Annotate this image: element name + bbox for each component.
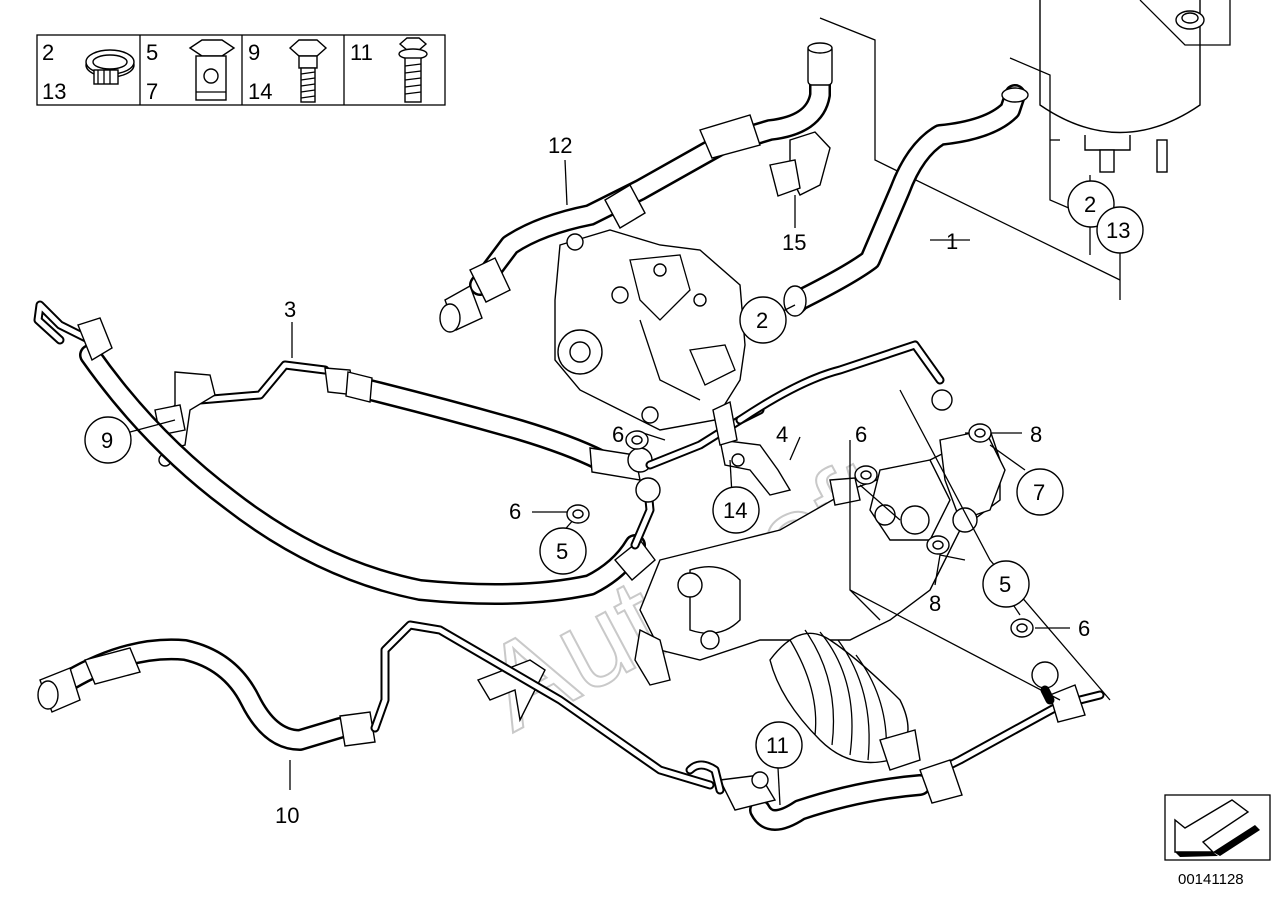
bracket-lower (476, 659, 546, 723)
legend-label: 13 (42, 79, 66, 104)
callout-14: 14 (723, 498, 747, 523)
legend-label: 2 (42, 40, 54, 65)
hex-bolt-icon (288, 39, 328, 103)
callout-1: 1 (946, 229, 958, 254)
legend-label: 9 (248, 40, 260, 65)
bracket-4 (712, 400, 792, 496)
hose-12 (439, 42, 833, 333)
legend-table: 2 13 5 7 9 14 (36, 34, 446, 106)
callout-12: 12 (548, 133, 572, 158)
callout-4: 4 (776, 422, 788, 447)
bracket-9 (154, 371, 216, 467)
callout-2b: 2 (1084, 192, 1096, 217)
banjo-bolt-icon (188, 39, 236, 101)
hose-3-return (77, 317, 661, 605)
legend-label: 5 (146, 40, 158, 65)
legend-label: 7 (146, 79, 158, 104)
callout-13: 13 (1106, 218, 1130, 243)
callout-6c: 6 (509, 499, 521, 524)
callout-15: 15 (782, 230, 806, 255)
callout-8b: 8 (929, 591, 941, 616)
callout-6a: 6 (612, 422, 624, 447)
power-steering-pump (554, 229, 746, 431)
callout-5b: 5 (999, 572, 1011, 597)
steering-gear (634, 429, 1006, 686)
callout-11: 11 (766, 733, 789, 758)
callout-8a: 8 (1030, 422, 1042, 447)
callout-10: 10 (275, 803, 299, 828)
callout-9: 9 (101, 428, 113, 453)
leader-lines (129, 159, 1111, 806)
direction-symbol (1164, 794, 1271, 861)
callout-7: 7 (1033, 480, 1045, 505)
callout-5a: 5 (556, 539, 568, 564)
hose-1 (783, 84, 1029, 317)
return-pipe-lower (718, 661, 1105, 831)
callout-6b: 6 (855, 422, 867, 447)
legend-label: 14 (248, 79, 272, 104)
flange-bolt-icon (398, 37, 428, 103)
hose-10 (37, 620, 725, 795)
rack-boot (769, 629, 921, 771)
part-number: 00141128 (1178, 871, 1244, 888)
callouts: 12 15 1 3 6 4 6 8 6 8 6 10 2 13 2 9 7 14… (84, 133, 1144, 828)
callout-2a: 2 (756, 308, 768, 333)
callout-3: 3 (284, 297, 296, 322)
washers (566, 423, 1034, 638)
clip-15 (769, 131, 831, 228)
legend-label: 11 (350, 40, 373, 65)
callout-6d: 6 (1078, 616, 1090, 641)
hose-clamp-icon (85, 49, 135, 85)
fluid-reservoir (1039, 0, 1231, 173)
pipe-3 (33, 300, 953, 481)
